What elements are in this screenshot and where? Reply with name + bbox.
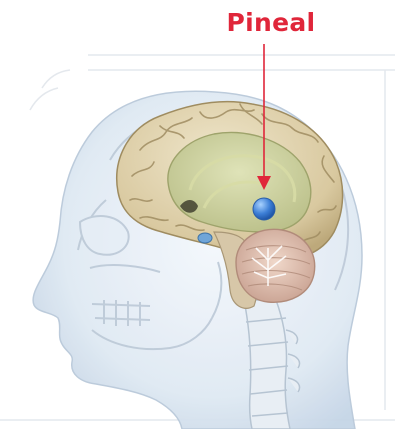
cerebellum: [236, 229, 315, 302]
pituitary: [198, 233, 212, 243]
pineal-label: Pineal: [226, 8, 316, 38]
pineal-gland: [253, 198, 275, 220]
